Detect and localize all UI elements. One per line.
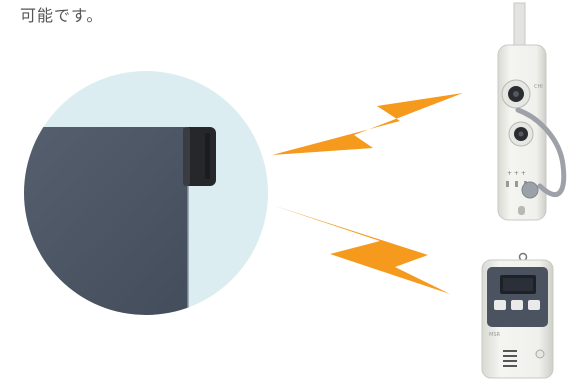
svg-text:+ + +: + + + (507, 170, 526, 177)
door-window-sensor-icon (183, 127, 216, 186)
wireless-signal-lightning-icon-2 (272, 205, 450, 294)
wireless-receiver-icon: MSR (482, 254, 553, 379)
zoom-circle (0, 71, 268, 327)
svg-text:MSR: MSR (489, 332, 500, 338)
wireless-signal-lightning-icon (272, 93, 463, 155)
window-panel (0, 127, 188, 327)
wall-mounted-controller-icon: CHI + + + (498, 3, 564, 220)
svg-text:CHI: CHI (534, 84, 543, 90)
